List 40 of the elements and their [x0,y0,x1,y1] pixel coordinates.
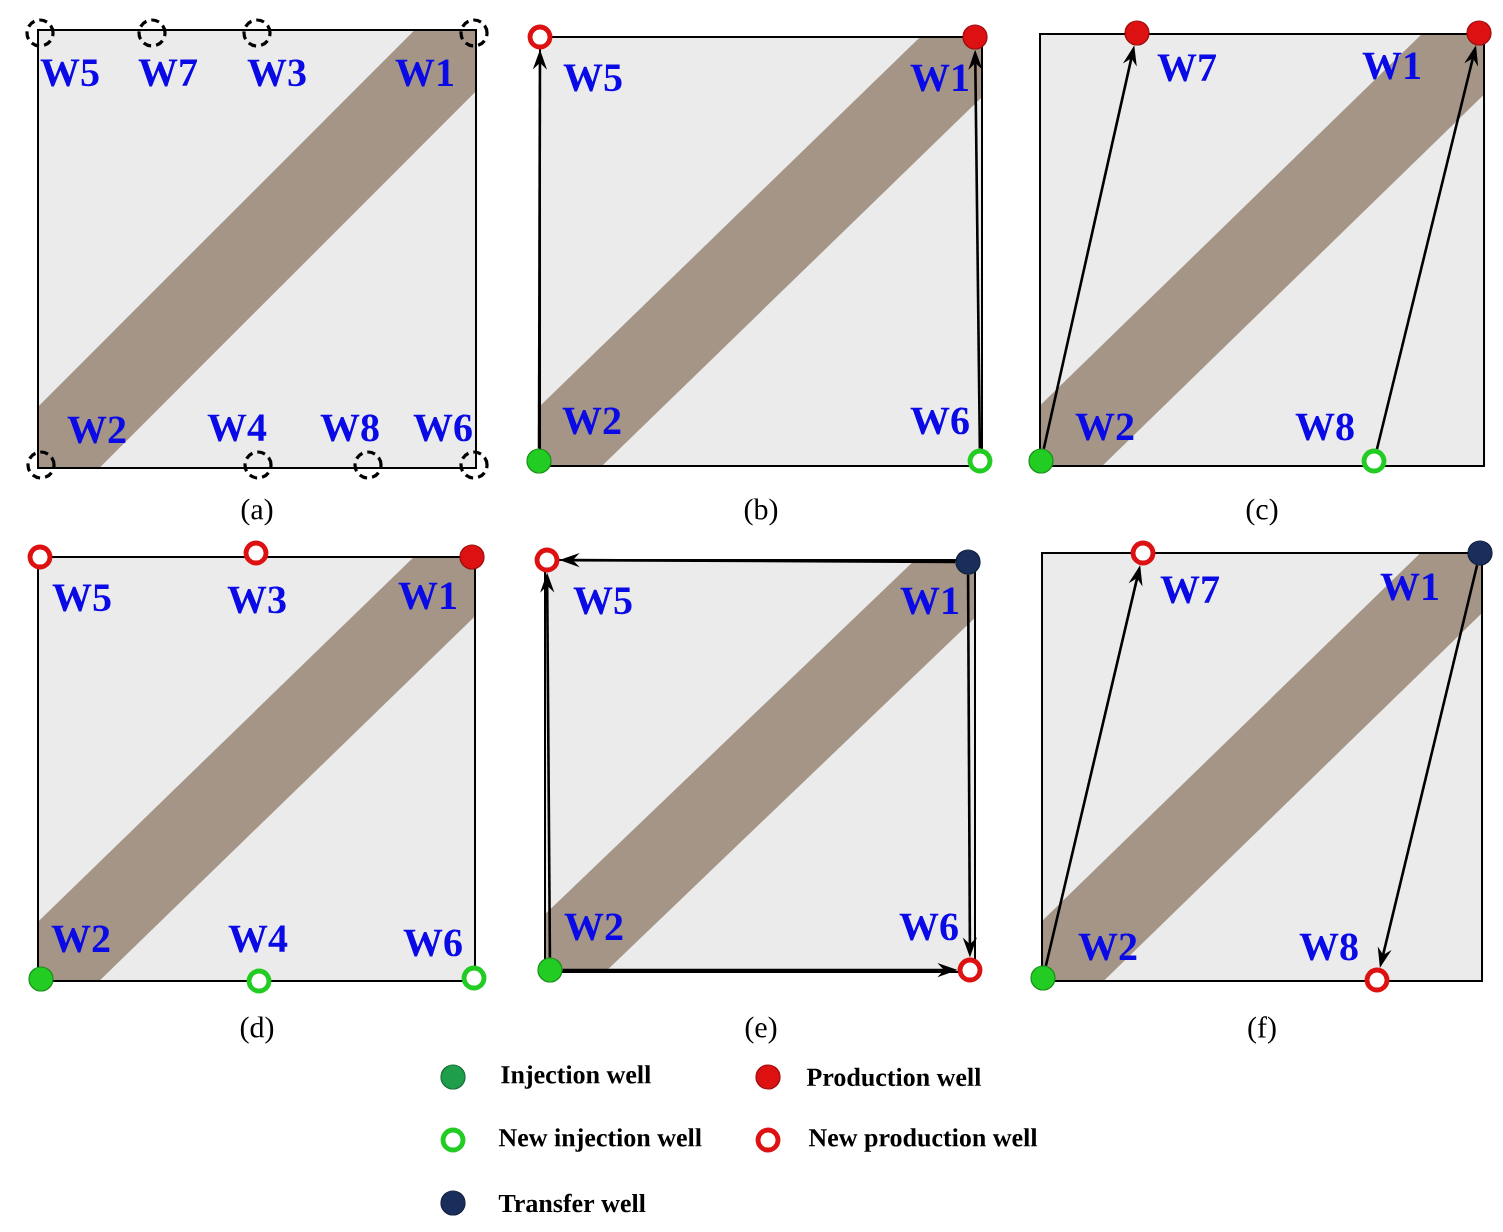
well-label: W8 [1299,933,1358,961]
panel-caption: (f) [1248,1016,1276,1044]
well-label: W6 [403,929,462,957]
well-label: W2 [1078,933,1137,961]
well-label: W8 [1295,413,1354,441]
well-label: W3 [227,586,286,614]
panel-caption: (a) [241,498,273,526]
well-label: W8 [320,414,379,442]
well-label: W1 [910,64,968,92]
well-label: W4 [228,925,288,953]
legend-label: Injection well [501,1065,651,1089]
well-label: W2 [67,416,126,444]
well-label: W2 [51,925,110,953]
well-label: W2 [564,913,623,941]
well-label: W1 [900,587,958,615]
well-label: W7 [138,59,197,87]
well-label: W1 [398,582,456,610]
well-label: W5 [40,59,99,87]
panel-caption: (e) [745,1016,777,1044]
well-label: W5 [563,64,622,92]
legend-label: New production well [808,1128,1038,1152]
panel-caption: (d) [240,1016,274,1044]
panel-caption: (b) [744,498,778,526]
well-label: W5 [573,587,632,615]
legend-label: New injection well [498,1128,702,1152]
well-label: W5 [52,584,111,612]
well-label: W3 [247,59,306,87]
well-label: W1 [395,59,453,87]
well-label: W4 [207,414,267,442]
well-label: W2 [562,407,621,435]
legend-label: Transfer well [498,1193,646,1213]
well-label: W1 [1380,573,1438,601]
well-label: W6 [910,407,969,435]
legend-label: Production well [806,1067,981,1087]
well-label: W2 [1075,413,1134,441]
well-label: W7 [1157,54,1216,82]
panel-caption: (c) [1246,498,1278,526]
well-label: W6 [413,414,472,442]
well-label: W6 [899,913,958,941]
well-label: W7 [1160,576,1220,604]
